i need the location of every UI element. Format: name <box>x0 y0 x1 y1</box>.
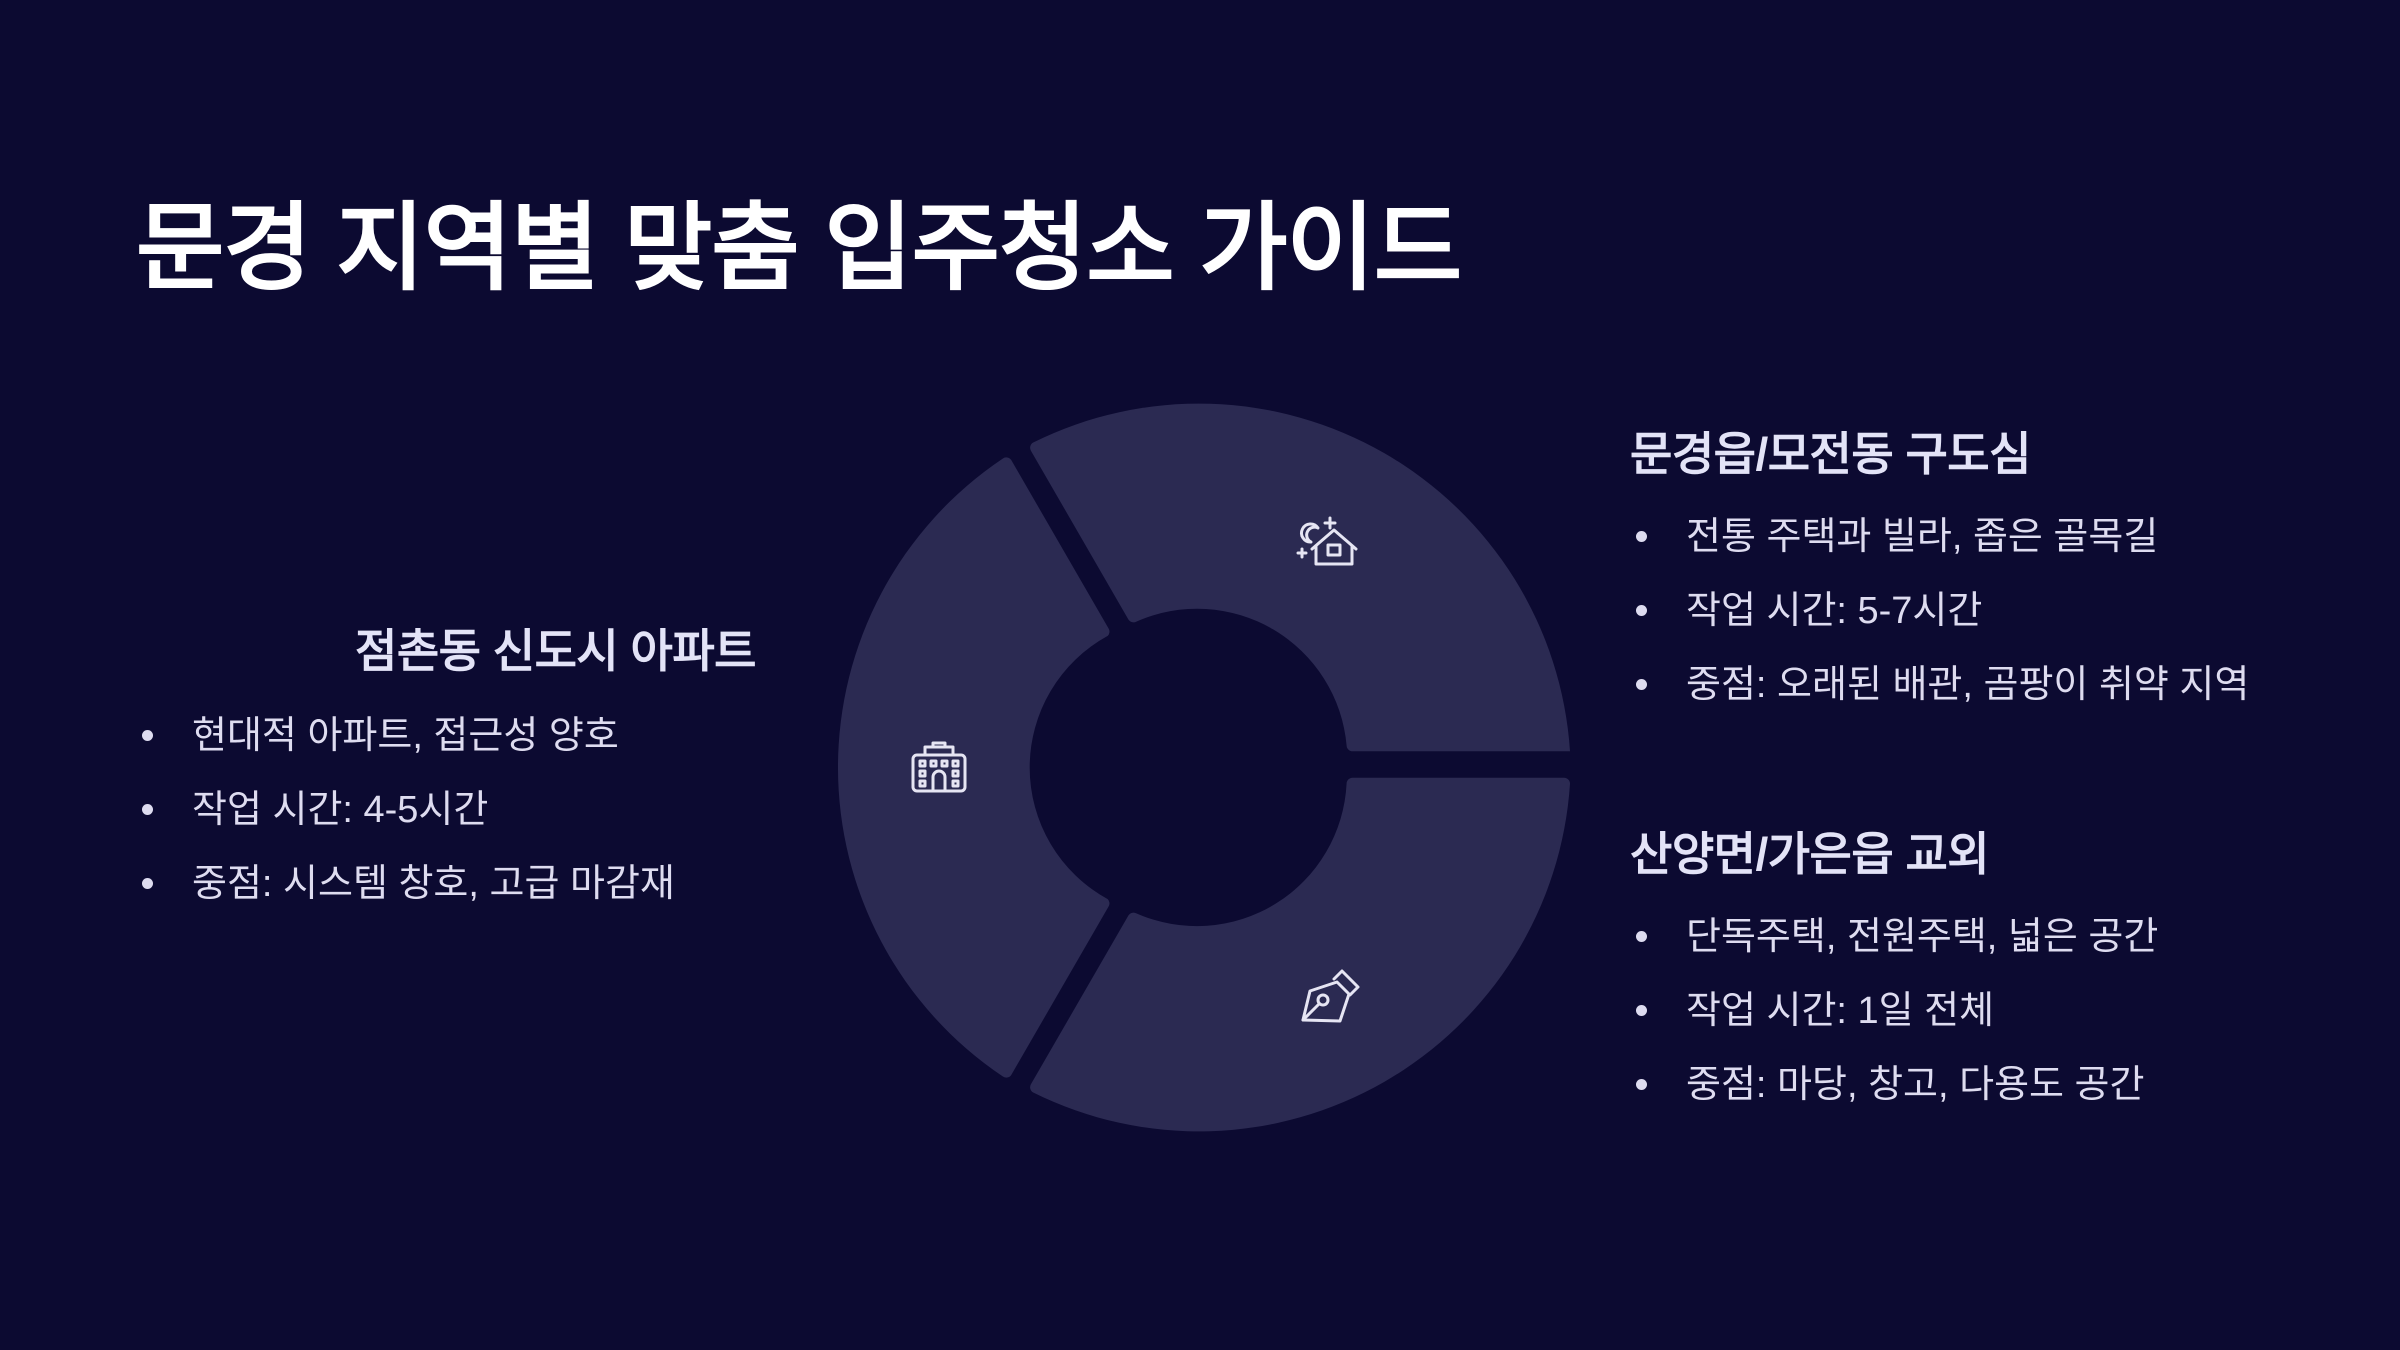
segment-upper-right <box>1030 403 1570 752</box>
region-bullet-list: 단독주택, 전원주택, 넓은 공간 작업 시간: 1일 전체 중점: 마당, 창… <box>1630 900 2158 1122</box>
building-icon <box>911 741 967 793</box>
list-item: 중점: 마당, 창고, 다용도 공간 <box>1630 1048 2158 1122</box>
region-bullet-list: 현대적 아파트, 접근성 양호 작업 시간: 4-5시간 중점: 시스템 창호,… <box>136 699 756 921</box>
list-item: 작업 시간: 4-5시간 <box>136 773 756 847</box>
region-heading: 산양면/가은읍 교외 <box>1630 828 1990 880</box>
region-card-suburbs: 산양면/가은읍 교외 단독주택, 전원주택, 넓은 공간 작업 시간: 1일 전… <box>1630 818 2158 1122</box>
segment-lower-right <box>1030 777 1570 1132</box>
list-item: 작업 시간: 1일 전체 <box>1630 974 2158 1048</box>
region-bullet-list: 전통 주택과 빌라, 좁은 골목길 작업 시간: 5-7시간 중점: 오래된 배… <box>1630 500 2249 722</box>
page-title: 문경 지역별 맞춤 입주청소 가이드 <box>136 195 1462 302</box>
list-item: 작업 시간: 5-7시간 <box>1630 574 2249 648</box>
region-card-old-downtown: 문경읍/모전동 구도심 전통 주택과 빌라, 좁은 골목길 작업 시간: 5-7… <box>1630 418 2249 722</box>
region-heading: 문경읍/모전동 구도심 <box>1630 428 2031 480</box>
list-item: 단독주택, 전원주택, 넓은 공간 <box>1630 900 2158 974</box>
moon-stars-house-icon <box>1296 516 1358 566</box>
pen-nib-icon <box>1301 969 1360 1023</box>
region-card-new-town: 점촌동 신도시 아파트 현대적 아파트, 접근성 양호 작업 시간: 4-5시간… <box>136 615 757 921</box>
region-heading: 점촌동 신도시 아파트 <box>355 625 756 677</box>
list-item: 현대적 아파트, 접근성 양호 <box>136 699 756 773</box>
list-item: 중점: 오래된 배관, 곰팡이 취약 지역 <box>1630 648 2249 722</box>
segment-left <box>837 457 1110 1078</box>
list-item: 중점: 시스템 창호, 고급 마감재 <box>136 847 756 921</box>
list-item: 전통 주택과 빌라, 좁은 골목길 <box>1630 500 2249 574</box>
